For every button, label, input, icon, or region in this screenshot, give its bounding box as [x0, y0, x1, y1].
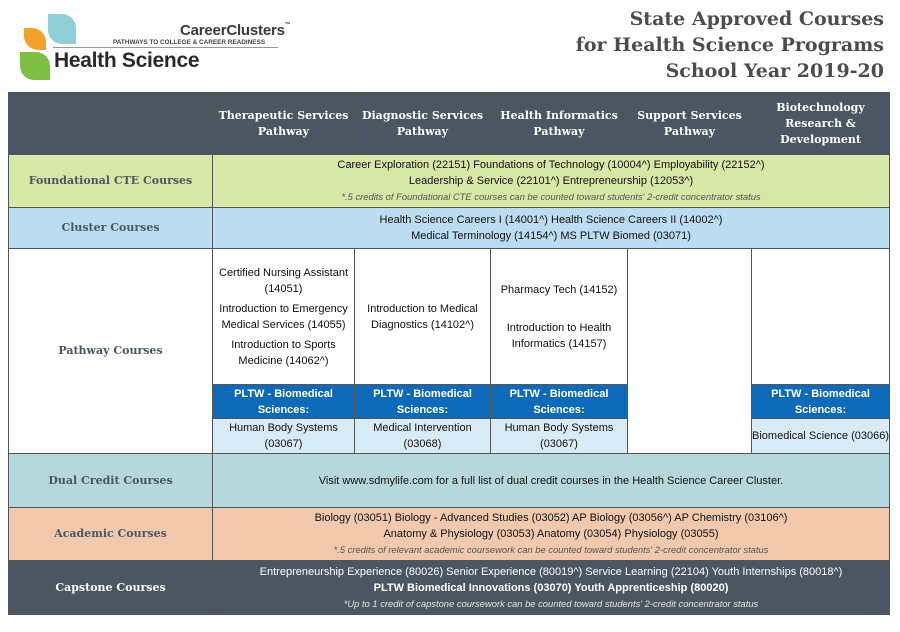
pltw-course-biotech: Biomedical Science (03066) — [751, 418, 890, 454]
header-informatics: Health Informatics Pathway — [490, 92, 628, 155]
academic-courses: Biology (03051) Biology - Advanced Studi… — [212, 507, 890, 561]
capstone-label: Capstone Courses — [8, 560, 213, 615]
foundational-courses: Career Exploration (22151) Foundations o… — [212, 154, 890, 208]
course-sports-medicine: Introduction to Sports Medicine (14062^) — [231, 338, 336, 367]
course-pharmacy-tech: Pharmacy Tech (14152) — [500, 283, 618, 296]
logo-brand: CareerClusters™ — [180, 22, 291, 39]
capstone-courses: Entrepreneurship Experience (80026) Seni… — [212, 560, 890, 615]
cluster-row: Cluster Courses Health Science Careers I… — [8, 207, 890, 249]
foundational-line-2: Leadership & Service (22101^) Entreprene… — [408, 175, 694, 187]
academic-note: *.5 credits of relevant academic coursew… — [333, 544, 769, 555]
dual-credit-text: Visit www.sdmylife.com for a full list o… — [212, 453, 890, 508]
course-ems: Introduction to Emergency Medical Servic… — [219, 302, 348, 331]
course-cna: Certified Nursing Assistant (14051) — [219, 266, 348, 295]
logo-divider — [53, 47, 278, 48]
title-line-1: State Approved Courses — [629, 8, 884, 30]
informatics-courses: Pharmacy Tech (14152) Introduction to He… — [490, 248, 628, 385]
pltw-label-therapeutic: PLTW - Biomedical Sciences: — [212, 384, 355, 419]
course-medical-diagnostics: Introduction to Medical Diagnostics (141… — [367, 302, 478, 331]
academic-label: Academic Courses — [8, 507, 213, 561]
dual-credit-label: Dual Credit Courses — [8, 453, 213, 508]
capstone-line-2: PLTW Biomedical Innovations (03070) Yout… — [373, 581, 729, 594]
logo-green-leaf-icon — [20, 52, 50, 80]
biotech-courses-empty — [751, 248, 890, 385]
cluster-label: Cluster Courses — [8, 207, 213, 249]
diagnostic-courses: Introduction to Medical Diagnostics (141… — [354, 248, 491, 385]
academic-line-2: Anatomy & Physiology (03053) Anatomy (03… — [383, 528, 719, 540]
foundational-line-1: Career Exploration (22151) Foundations o… — [337, 159, 765, 171]
header-biotech: Biotechnology Research & Development — [751, 92, 890, 155]
header-corner — [8, 92, 213, 155]
logo-orange-leaf-icon — [24, 28, 46, 50]
cluster-line-2: Medical Terminology (14154^) MS PLTW Bio… — [411, 230, 691, 242]
therapeutic-courses: Certified Nursing Assistant (14051) Intr… — [212, 248, 355, 385]
foundational-note: *.5 credits of Foundational CTE courses … — [341, 191, 761, 202]
title-line-3: School Year 2019-20 — [665, 60, 884, 82]
capstone-row: Capstone Courses Entrepreneurship Experi… — [8, 560, 890, 615]
cluster-line-1: Health Science Careers I (14001^) Health… — [379, 214, 723, 226]
header-row: Therapeutic Services Pathway Diagnostic … — [8, 92, 890, 155]
header-support: Support Services Pathway — [627, 92, 752, 155]
academic-line-1: Biology (03051) Biology - Advanced Studi… — [314, 512, 788, 524]
pltw-label-row: PLTW - Biomedical Sciences: PLTW - Biome… — [9, 384, 890, 419]
pathway-label: Pathway Courses — [8, 248, 213, 454]
pathway-row: Pathway Courses Certified Nursing Assist… — [8, 248, 890, 454]
support-courses-empty — [627, 248, 752, 454]
foundational-row: Foundational CTE Courses Career Explorat… — [8, 154, 890, 208]
logo-teal-leaf-icon — [48, 14, 76, 44]
course-health-informatics: Introduction to Health Informatics (1415… — [506, 321, 612, 350]
page-title: State Approved Courses for Health Scienc… — [576, 6, 884, 84]
pltw-label-diagnostic: PLTW - Biomedical Sciences: — [354, 384, 491, 419]
pltw-label-biotech: PLTW - Biomedical Sciences: — [751, 384, 890, 419]
career-clusters-logo: CareerClusters™ PATHWAYS TO COLLEGE & CA… — [18, 12, 291, 84]
header-diagnostic: Diagnostic Services Pathway — [354, 92, 491, 155]
capstone-note: *Up to 1 credit of capstone coursework c… — [343, 597, 759, 609]
pltw-course-diagnostic: Medical Intervention (03068) — [354, 418, 491, 454]
header-therapeutic: Therapeutic Services Pathway — [212, 92, 355, 155]
foundational-label: Foundational CTE Courses — [8, 154, 213, 208]
academic-row: Academic Courses Biology (03051) Biology… — [8, 507, 890, 561]
courses-table: Therapeutic Services Pathway Diagnostic … — [8, 92, 890, 615]
dual-credit-row: Dual Credit Courses Visit www.sdmylife.c… — [8, 453, 890, 508]
cluster-courses: Health Science Careers I (14001^) Health… — [212, 207, 890, 249]
title-line-2: for Health Science Programs — [575, 34, 884, 56]
pltw-course-therapeutic: Human Body Systems (03067) — [212, 418, 355, 454]
pltw-course-informatics: Human Body Systems (03067) — [490, 418, 628, 454]
capstone-line-1: Entrepreneurship Experience (80026) Seni… — [259, 565, 843, 578]
logo-tagline: PATHWAYS TO COLLEGE & CAREER READINESS — [113, 39, 266, 46]
pltw-course-row: Human Body Systems (03067) Medical Inter… — [9, 418, 890, 454]
logo-cluster-name: Health Science — [54, 49, 200, 72]
pltw-label-informatics: PLTW - Biomedical Sciences: — [490, 384, 628, 419]
